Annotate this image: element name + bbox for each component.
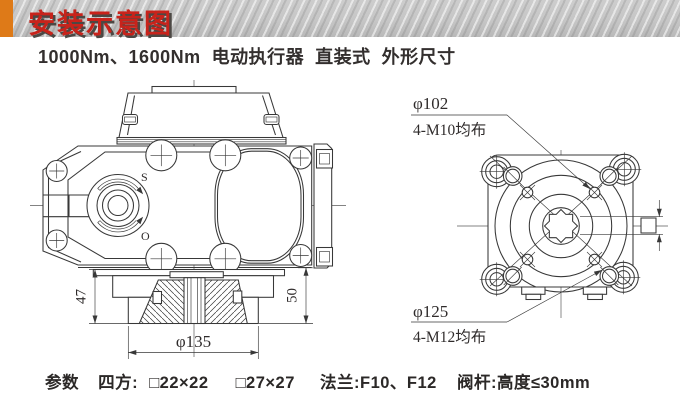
arrowhead-icon [136, 186, 144, 195]
front-view-drawing: S O 47 [30, 80, 346, 359]
svg-text:50: 50 [285, 288, 301, 303]
cover-screws [45, 139, 313, 275]
screw-icon [289, 243, 313, 268]
m10-bolt-holes [519, 184, 603, 268]
square-option-27: □27×27 [235, 374, 295, 392]
bolt-hole-icon [502, 166, 523, 186]
m12-bolt-holes [502, 166, 620, 286]
square-drive-star [543, 208, 579, 244]
bottom-tabs [521, 286, 608, 301]
callout-holes: 4-M10均布 [413, 121, 486, 139]
flange-circles [494, 159, 628, 293]
stem-square-detail [580, 200, 663, 251]
screw-icon [289, 146, 313, 170]
position-indicator: S O [86, 170, 150, 243]
bolt-hole-icon [519, 251, 536, 268]
callout-phi125: φ125 4-M12均布 [411, 269, 603, 346]
stem-square [640, 217, 657, 234]
square-drive-label: 四方: [98, 374, 139, 392]
bottom-view-drawing: φ102 4-M10均布 φ125 4-M12均布 [411, 94, 668, 346]
arrowhead-icon [136, 216, 144, 225]
actuator-body [42, 143, 334, 269]
callout-diameter: φ125 [413, 302, 448, 321]
svg-text:47: 47 [74, 289, 90, 305]
leader-line [506, 269, 603, 323]
screw-icon [145, 139, 178, 172]
bolt-hole-icon [599, 266, 620, 286]
callout-phi102: φ102 4-M10均布 [411, 94, 591, 190]
callout-holes: 4-M12均布 [413, 328, 486, 346]
subtitle: 1000Nm、1600Nm 电动执行器 直装式 外形尺寸 [38, 47, 456, 67]
bolt-hole-icon [519, 184, 536, 201]
footer-params: 参数 四方: □22×22 □27×27 法兰:F10、F12 阀杆:高度≤30… [45, 369, 590, 393]
flange-spec: 法兰:F10、F12 [320, 374, 437, 392]
dimension-phi135: φ135 [127, 326, 259, 359]
stem-spec: 阀杆:高度≤30mm [456, 374, 591, 392]
screw-icon [45, 159, 68, 183]
callout-diameter: φ102 [413, 94, 448, 113]
page-title: 安装示意图 [28, 9, 173, 39]
square-option-22: □22×22 [149, 374, 209, 392]
param-label: 参数 [45, 374, 79, 392]
screw-icon [45, 229, 68, 252]
dimension-47: 47 [74, 269, 129, 324]
bolt-hole-icon [599, 166, 620, 186]
bolt-hole-icon [586, 251, 603, 268]
dimension-50: 50 [259, 267, 313, 324]
rotation-label-open: O [141, 229, 150, 243]
header-accent-block [0, 0, 13, 37]
bolt-hole-icon [586, 184, 603, 201]
header-bar [0, 0, 680, 37]
bolt-hole-icon [502, 266, 523, 286]
top-housing [116, 85, 287, 145]
leader-line [506, 114, 591, 190]
mounting-bracket-section [92, 268, 286, 325]
screw-icon [209, 139, 242, 172]
svg-text:φ135: φ135 [176, 332, 211, 351]
rotation-label-shut: S [141, 170, 148, 184]
